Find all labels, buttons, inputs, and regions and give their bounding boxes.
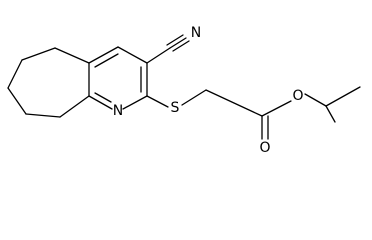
bond-c2-n1 [122, 95, 148, 110]
carbonyl-oxygen-label: O [259, 140, 270, 156]
bond-c8-c9 [25, 113, 61, 118]
bond-c7-c8 [7, 87, 27, 115]
bond-c2-s [146, 95, 169, 108]
bond-c5-c6 [21, 47, 56, 61]
cycloheptane-ring [7, 47, 90, 118]
pyridine-ring [88, 46, 148, 110]
bond-c3-cn [146, 47, 171, 64]
triple-bond-line-3 [172, 40, 190, 52]
bond-carbonyl-c-ester-o [261, 100, 292, 117]
ester-oxygen-label: O [292, 88, 303, 104]
ring-nitrogen-label: N [113, 103, 123, 119]
bond-c6-c7 [7, 59, 23, 89]
bond-c4a-c5 [54, 47, 90, 64]
bond-ester-o-ch [304, 93, 327, 107]
nitrile-group [146, 34, 190, 64]
bond-ch2-carbonyl-c [205, 89, 263, 117]
bond-c4a-c4 [88, 46, 119, 64]
bond-ch-methyl-2 [325, 86, 361, 107]
triple-bond-line-2 [166, 34, 184, 46]
bond-ch-methyl-1 [325, 105, 336, 123]
bond-s-ch2 [181, 89, 207, 106]
side-chain [146, 86, 361, 140]
bond-c4-c3 [117, 46, 148, 64]
chemical-structure-diagram: N N S O O [7, 25, 361, 156]
bond-c9-c9a [59, 95, 90, 118]
nitrile-nitrogen-label: N [191, 25, 201, 41]
bond-n1-c9a [88, 95, 113, 110]
bond-c4a-c4-inner [94, 53, 119, 68]
bond-n1-c9a-inner [94, 92, 112, 103]
triple-bond-line-1 [169, 37, 187, 49]
sulfur-label: S [171, 100, 180, 116]
